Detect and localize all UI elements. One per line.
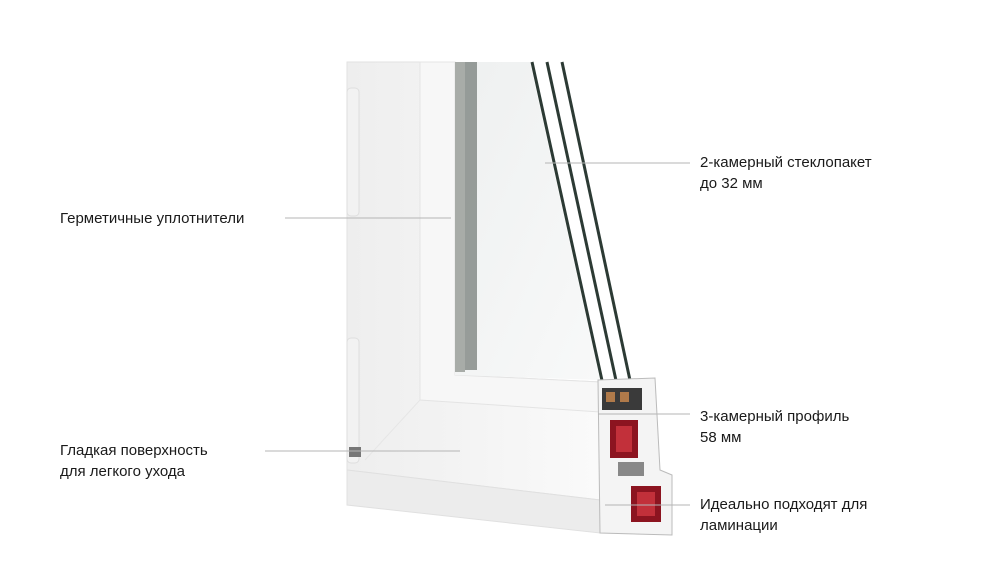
- label-lamination-line2: ламинации: [700, 517, 778, 534]
- label-glazing-line2: до 32 мм: [700, 175, 763, 192]
- label-glazing-line1: 2-камерный стеклопакет: [700, 154, 872, 171]
- label-surface-line1: Гладкая поверхность: [60, 442, 208, 459]
- label-lamination: Идеально подходят для ламинации: [700, 494, 867, 536]
- label-profile-line1: 3-камерный профиль: [700, 408, 850, 425]
- label-seals: Герметичные уплотнители: [60, 208, 244, 229]
- label-surface: Гладкая поверхность для легкого ухода: [60, 440, 208, 482]
- glazing-unit: [455, 61, 633, 386]
- label-surface-line2: для легкого ухода: [60, 463, 186, 480]
- label-profile-line2: 58 мм: [700, 429, 742, 446]
- hinge-icon: [346, 87, 361, 464]
- label-seals-line1: Герметичные уплотнители: [60, 210, 245, 227]
- label-profile: 3-камерный профиль 58 мм: [700, 406, 849, 448]
- label-lamination-line1: Идеально подходят для: [700, 496, 868, 513]
- profile-cross-section: [597, 377, 673, 536]
- label-glazing: 2-камерный стеклопакет до 32 мм: [700, 152, 872, 194]
